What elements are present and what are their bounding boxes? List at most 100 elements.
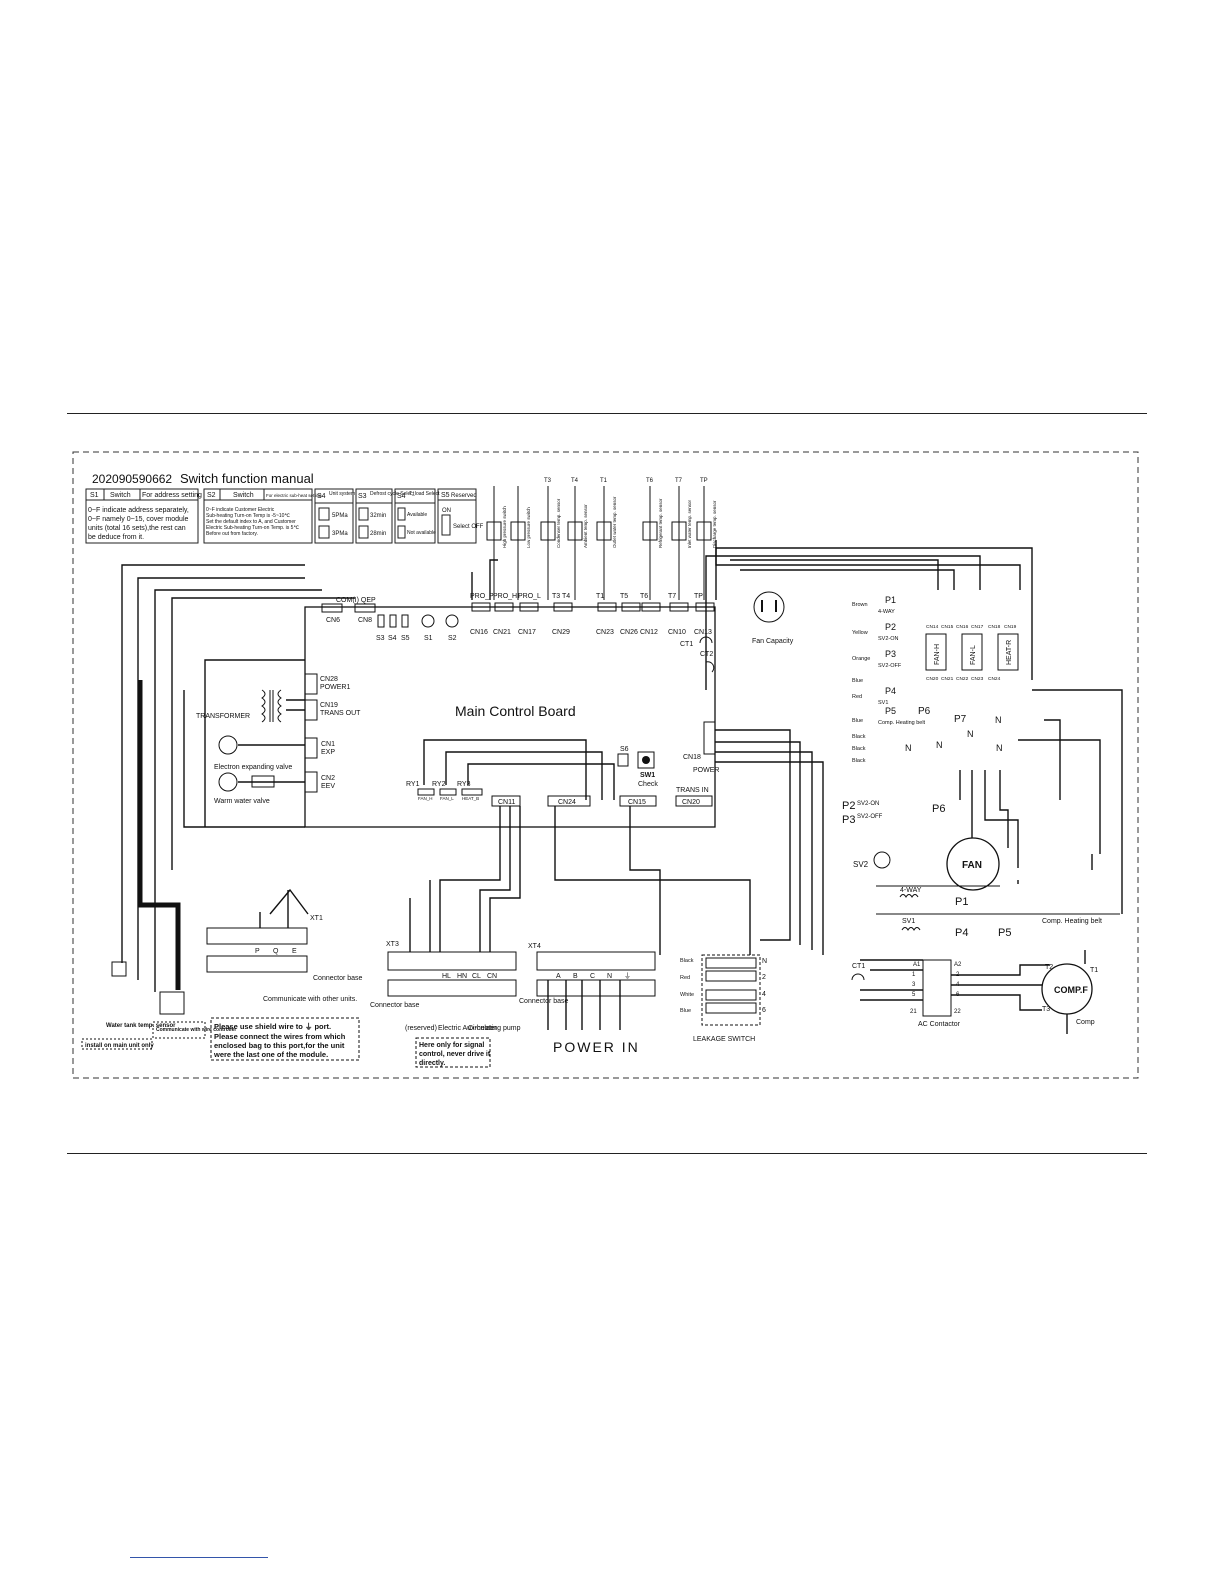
s1-desc-0: 0~F indicate address separately, (88, 507, 189, 514)
board-title: Main Control Board (455, 703, 576, 719)
bottom-rule (67, 1153, 1147, 1154)
wire-38 (951, 964, 1050, 976)
xt3-aux: Electric Aux-heater (438, 1025, 497, 1032)
leak-t3: 6 (762, 1007, 766, 1014)
comp-t3: T3 (1042, 1006, 1050, 1013)
cn28-sub: POWER1 (320, 684, 350, 691)
contactor-a2: A2 (954, 962, 962, 968)
wire-54 (269, 888, 309, 915)
sensor-body-7 (696, 521, 712, 541)
fourway-p1: P1 (955, 896, 968, 908)
diagram-title: Switch function manual (180, 471, 314, 486)
leakage-switch: LEAKAGE SWITCH Black Red White Blue N 2 … (680, 954, 767, 1043)
s5-opt: Select OFF (453, 524, 484, 530)
exp-valve-label: Electron expanding valve (214, 764, 292, 771)
top-cn-7: CN10 (668, 629, 686, 636)
xt4-label: XT4 (528, 943, 541, 950)
wire-1 (137, 577, 305, 980)
transformer: TRANSFORMER (196, 689, 282, 723)
switch-table: S1 Switch For address setting 0~F indica… (85, 488, 484, 544)
ry3-sub: HEAT_B (462, 796, 479, 801)
top-cn-3: CN29 (552, 629, 570, 636)
relay-box-0 (925, 633, 947, 671)
relay-cn-top-3: CN17 (971, 624, 984, 630)
fan-capacity-icon (753, 591, 785, 623)
s4b-opt2: Not available (407, 530, 436, 536)
relay-p2: P2 (885, 622, 896, 632)
sensor-label-0: High pressure switch (502, 506, 507, 548)
s4a-id: S4 (317, 493, 326, 500)
leak-t2: 4 (762, 991, 766, 998)
exp-valve-icon (218, 735, 238, 755)
relay-n-3: N (996, 743, 1003, 753)
ry2-sub: FAN_L (440, 796, 454, 801)
sw-label-4: S2 (448, 635, 457, 642)
relay-box-label-0: FAN-H (934, 644, 941, 665)
cn1-label: CN1 (321, 741, 335, 748)
contactor-t3: 3 (912, 982, 916, 988)
sensor-body-6 (671, 521, 687, 541)
top-cn-6: CN12 (640, 629, 658, 636)
sensor-id-5: T6 (646, 478, 654, 484)
ac-contactor: A1 A2 1 2 3 4 5 6 21 22 AC Contactor (910, 959, 962, 1028)
s2-desc-2: Set the default index to A, and Customer (206, 519, 296, 525)
wire-20 (715, 761, 824, 955)
sensor-body-0 (486, 521, 502, 541)
relay-wire-1: Yellow (852, 630, 868, 636)
relay-n-1: N (936, 740, 943, 750)
relay-p4: P4 (885, 686, 896, 696)
s4a-func: Unit system (329, 491, 355, 497)
sv2-p3: P3 (842, 814, 855, 826)
xt1-label: XT1 (310, 915, 323, 922)
sw1-label: SW1 (640, 772, 655, 779)
install-note: install on main unit only (85, 1043, 154, 1049)
shield-note-2: enclosed bag to this port,for the unit (214, 1041, 345, 1050)
sv2-icon (873, 851, 891, 869)
fan-label: FAN (962, 860, 982, 871)
footer-line (130, 1557, 268, 1558)
comp-t2: T2 (1045, 964, 1053, 971)
relay-sub-1: SV2-ON (878, 636, 899, 642)
s2-id: S2 (207, 492, 216, 499)
comp-label: COMP.F (1054, 985, 1088, 995)
xt1-e: E (292, 948, 297, 955)
shield-note-1: Please connect the wires from which (214, 1032, 346, 1041)
xt4-c: C (590, 973, 595, 980)
sensor-id-2: T3 (544, 478, 552, 484)
relay-wire-6: Black (852, 734, 866, 740)
sv2-p2: P2 (842, 800, 855, 812)
wire-17 (715, 729, 791, 941)
wire-ctrl-label: Communicate with wire controller (156, 1027, 236, 1033)
wire-45 (1018, 739, 1101, 854)
cn2-sub: EEV (321, 783, 335, 790)
sensor-body-5 (642, 521, 658, 541)
left-ports: CN28 POWER1 CN19 TRANS OUT CN1 EXP CN2 E… (304, 673, 361, 793)
relay-p3: P3 (885, 649, 896, 659)
wire-16 (705, 555, 981, 690)
relay-wire-4: Red (852, 694, 862, 700)
relay-wire-8: Black (852, 758, 866, 764)
contactor-t1: 1 (912, 972, 916, 978)
check-label: Check (638, 781, 658, 788)
leak-t1: 2 (762, 974, 766, 981)
power-label: POWER (693, 767, 719, 774)
relay-wire-3: Blue (852, 678, 863, 684)
fourway-label: 4-WAY (900, 887, 922, 894)
s5-id: S5 (441, 492, 450, 499)
s3-id: S3 (358, 493, 367, 500)
sv1-p4: P4 (955, 927, 968, 939)
wire-18 (715, 741, 801, 945)
ry2: RY2 (432, 781, 446, 788)
fan-p6: P6 (932, 803, 945, 815)
relay-n-0: N (905, 743, 912, 753)
s5-func: Reserved (451, 493, 477, 499)
shield-cable (137, 680, 181, 990)
sensor-body-2 (540, 521, 556, 541)
wire-23 (467, 763, 615, 800)
relay-box-label-1: FAN-L (970, 645, 977, 665)
s1-desc-2: units (total 16 sets),the rest can (88, 525, 186, 532)
cn28-label: CN28 (320, 676, 338, 683)
